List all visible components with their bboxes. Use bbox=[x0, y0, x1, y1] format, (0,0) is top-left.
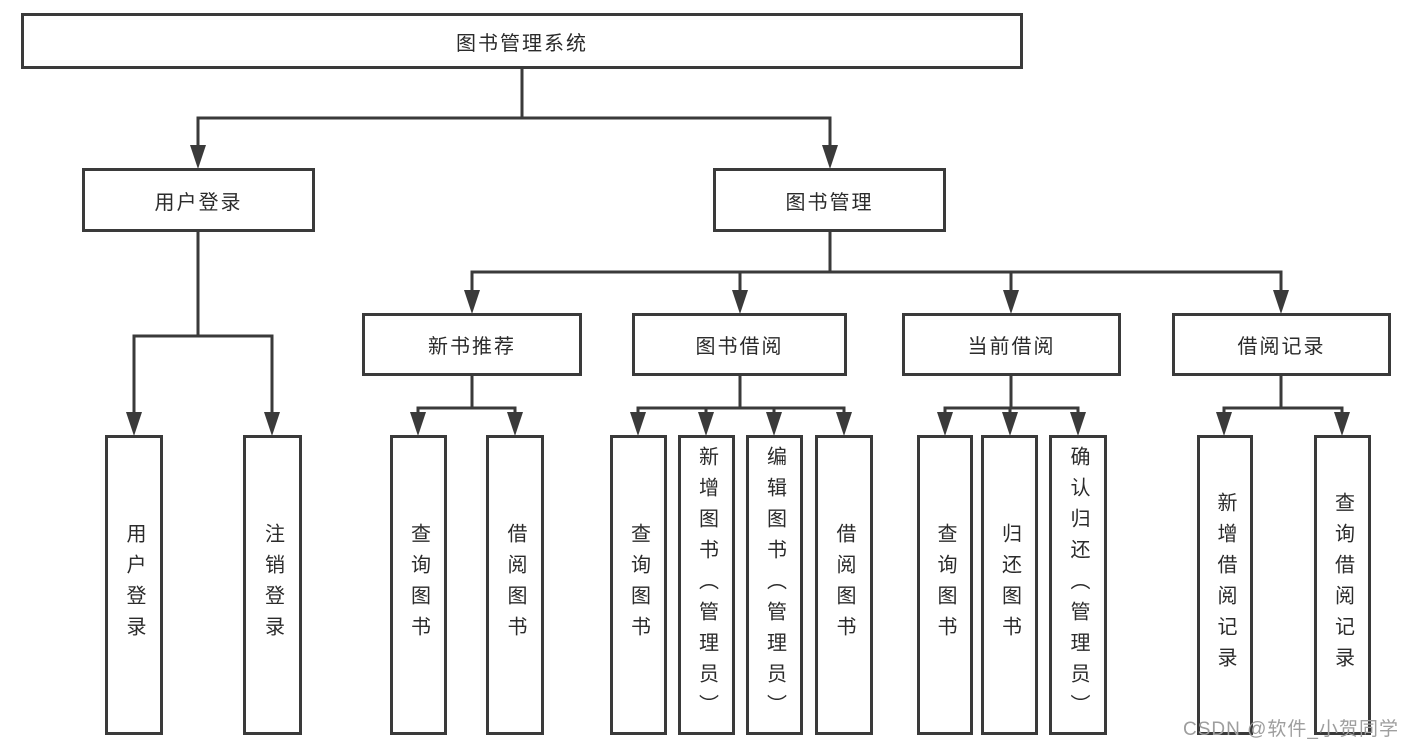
connector-segment bbox=[416, 406, 517, 414]
arrow-down-icon bbox=[1273, 290, 1289, 314]
node-label: 查询图书 bbox=[627, 523, 650, 647]
node-root: 图书管理系统 bbox=[21, 13, 1023, 69]
arrow-down-icon bbox=[1334, 412, 1350, 436]
leaf-return-books: 归还图书 bbox=[981, 435, 1038, 735]
connector-arrowheads bbox=[126, 145, 1350, 436]
leaf-query-borrow-record: 查询借阅记录 bbox=[1314, 435, 1371, 735]
node-borrowing-records: 借阅记录 bbox=[1172, 313, 1391, 376]
arrow-down-icon bbox=[937, 412, 953, 436]
arrow-down-icon bbox=[1002, 412, 1018, 436]
leaf-query-books-borrowing: 查询图书 bbox=[610, 435, 667, 735]
node-book-management: 图书管理 bbox=[713, 168, 946, 232]
arrow-down-icon bbox=[630, 412, 646, 436]
arrow-down-icon bbox=[732, 290, 748, 314]
node-label: 新增图书（管理员） bbox=[695, 445, 718, 725]
connector-segment bbox=[636, 406, 846, 414]
arrow-down-icon bbox=[1216, 412, 1232, 436]
arrow-down-icon bbox=[507, 412, 523, 436]
node-label: 图书管理 bbox=[785, 191, 874, 214]
node-label: 新书推荐 bbox=[428, 336, 516, 358]
node-label: 图书管理系统 bbox=[456, 32, 588, 55]
leaf-user-login: 用户登录 bbox=[105, 435, 163, 735]
node-label: 查询图书 bbox=[934, 523, 956, 647]
node-label: 确认归还（管理员） bbox=[1067, 445, 1089, 725]
node-user-login: 用户登录 bbox=[82, 168, 315, 232]
csdn-watermark: CSDN @软件_小贺同学 bbox=[1183, 719, 1399, 740]
leaf-logout: 注销登录 bbox=[243, 435, 302, 735]
arrow-down-icon bbox=[698, 412, 714, 436]
connector-segment bbox=[132, 334, 274, 414]
arrow-down-icon bbox=[766, 412, 782, 436]
leaf-query-books-recommend: 查询图书 bbox=[390, 435, 447, 735]
node-label: 用户登录 bbox=[123, 523, 145, 647]
arrow-down-icon bbox=[410, 412, 426, 436]
connector-lines bbox=[132, 69, 1344, 414]
node-label: 注销登录 bbox=[261, 523, 284, 647]
arrow-down-icon bbox=[190, 145, 206, 169]
node-label: 当前借阅 bbox=[967, 336, 1056, 358]
leaf-borrow-books-recommend: 借阅图书 bbox=[486, 435, 544, 735]
node-label: 归还图书 bbox=[998, 523, 1021, 647]
connector-segment bbox=[1222, 406, 1344, 414]
connector-segment bbox=[196, 116, 832, 147]
node-label: 用户登录 bbox=[154, 191, 243, 214]
arrow-down-icon bbox=[264, 412, 280, 436]
leaf-add-borrow-record: 新增借阅记录 bbox=[1197, 435, 1253, 735]
arrow-down-icon bbox=[464, 290, 480, 314]
leaf-add-book-admin: 新增图书（管理员） bbox=[678, 435, 735, 735]
node-label: 新增借阅记录 bbox=[1214, 492, 1236, 678]
leaf-query-books-current: 查询图书 bbox=[917, 435, 973, 735]
arrow-down-icon bbox=[1003, 290, 1019, 314]
node-label: 图书借阅 bbox=[695, 336, 784, 358]
leaf-confirm-return-admin: 确认归还（管理员） bbox=[1049, 435, 1107, 735]
arrow-down-icon bbox=[126, 412, 142, 436]
leaf-edit-book-admin: 编辑图书（管理员） bbox=[746, 435, 803, 735]
node-label: 编辑图书（管理员） bbox=[763, 445, 786, 725]
connector-segment bbox=[470, 270, 1283, 292]
node-current-borrowing: 当前借阅 bbox=[902, 313, 1121, 376]
node-label: 查询借阅记录 bbox=[1331, 492, 1354, 678]
node-book-borrowing: 图书借阅 bbox=[632, 313, 847, 376]
node-new-book-recommend: 新书推荐 bbox=[362, 313, 582, 376]
arrow-down-icon bbox=[836, 412, 852, 436]
node-label: 查询图书 bbox=[407, 523, 430, 647]
node-label: 借阅记录 bbox=[1237, 336, 1326, 358]
leaf-borrow-books: 借阅图书 bbox=[815, 435, 873, 735]
node-label: 借阅图书 bbox=[833, 523, 855, 647]
node-label: 借阅图书 bbox=[504, 523, 526, 647]
arrow-down-icon bbox=[822, 145, 838, 169]
arrow-down-icon bbox=[1070, 412, 1086, 436]
